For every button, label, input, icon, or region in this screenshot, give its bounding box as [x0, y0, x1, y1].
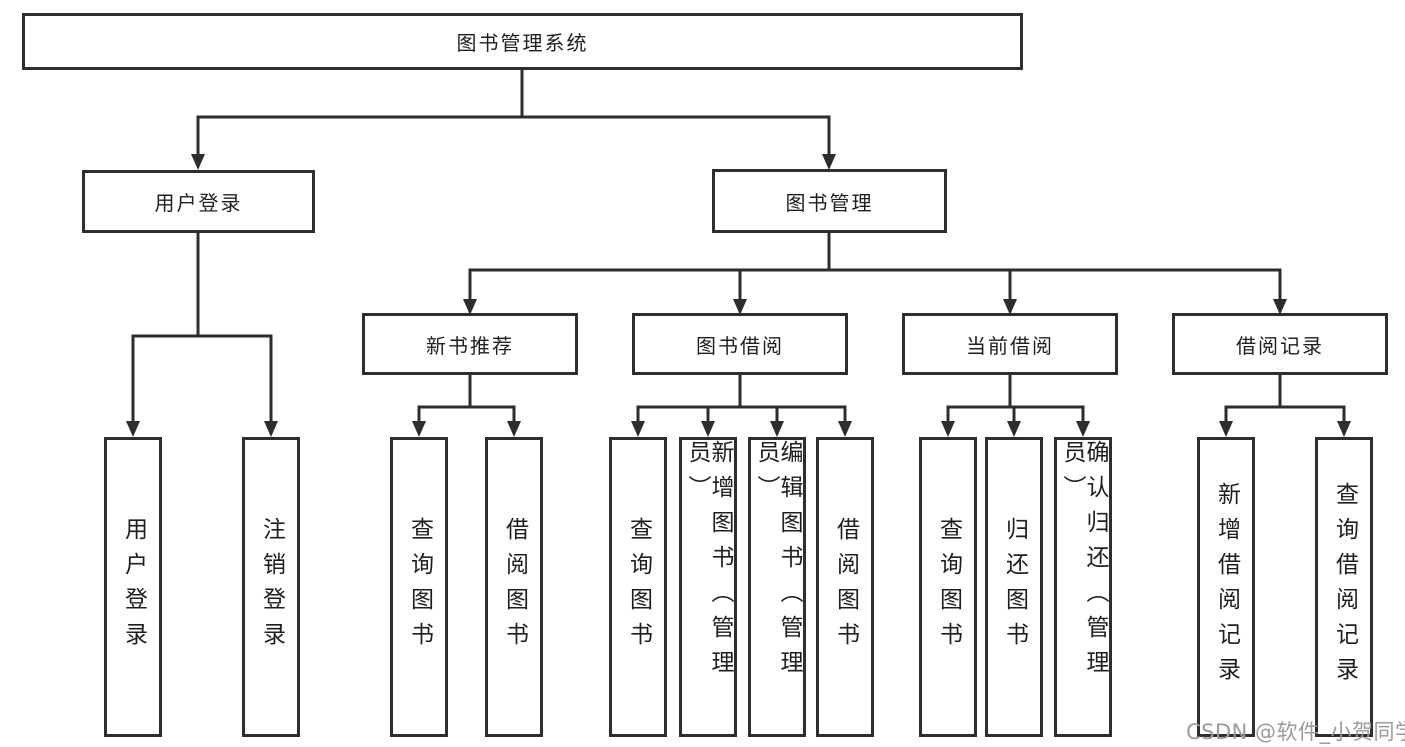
node-library-management-system: 图书管理系统 — [22, 13, 1023, 70]
connector-book-management — [463, 231, 1287, 315]
connector-user-login — [126, 231, 278, 437]
connector-current-borrow — [941, 373, 1090, 437]
leaf-br-query-record: 查询借阅记录 — [1315, 437, 1373, 737]
leaf-br-add-record: 新增借阅记录 — [1197, 437, 1255, 737]
leaf-bb-query-books: 查询图书 — [609, 437, 667, 737]
node-borrow-records: 借阅记录 — [1172, 313, 1388, 375]
leaf-bb-borrow-books: 借阅图书 — [816, 437, 874, 737]
csdn-watermark: CSDN @软件_小贺同学 — [1186, 720, 1405, 744]
connector-new-book-recommend — [412, 373, 521, 437]
leaf-cb-confirm-return-admin: 确认归还（管理员） — [1054, 437, 1112, 737]
leaf-bb-add-book-admin: 新增图书（管理员） — [679, 437, 737, 737]
leaf-cb-return-books: 归还图书 — [985, 437, 1043, 737]
leaf-cb-query-books: 查询图书 — [919, 437, 977, 737]
node-book-management: 图书管理 — [712, 169, 947, 233]
leaf-nb-borrow-books: 借阅图书 — [485, 437, 543, 737]
node-user-login-group: 用户登录 — [82, 170, 315, 233]
connector-borrow-records — [1219, 373, 1351, 437]
node-current-borrow: 当前借阅 — [902, 313, 1118, 375]
connector-book-borrow — [631, 373, 852, 437]
leaf-user-login: 用户登录 — [104, 437, 162, 737]
connector-root — [191, 67, 836, 170]
node-book-borrow: 图书借阅 — [632, 313, 848, 375]
node-new-book-recommend: 新书推荐 — [362, 313, 578, 375]
leaf-logout: 注销登录 — [242, 437, 300, 737]
leaf-bb-edit-book-admin: 编辑图书（管理员） — [748, 437, 806, 737]
leaf-nb-query-books: 查询图书 — [390, 437, 448, 737]
